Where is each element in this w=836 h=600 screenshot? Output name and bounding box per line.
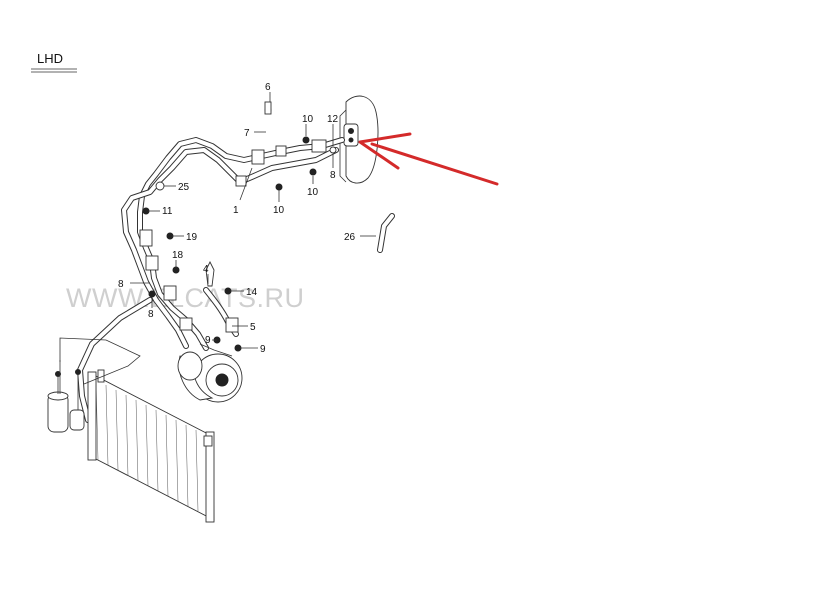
part-26-hose	[377, 213, 395, 253]
callout-9: 9	[260, 344, 266, 355]
firewall-panel	[339, 95, 379, 184]
callout-10: 10	[307, 187, 319, 198]
condenser	[87, 369, 215, 523]
callout-9: 9	[205, 335, 211, 346]
main-pipes	[77, 137, 345, 423]
callout-11: 11	[162, 206, 173, 217]
callout-19: 19	[186, 232, 198, 243]
callout-10: 10	[273, 205, 285, 216]
callout-8: 8	[330, 170, 336, 181]
compressor	[177, 343, 243, 403]
watermark: WWW.ELCATS.RU	[66, 283, 305, 313]
callout-labels: 6 7 10 12 10 8 25 1 10 11 19 26 18 4 8 1…	[118, 82, 356, 355]
callout-5: 5	[250, 322, 256, 333]
callout-26: 26	[344, 232, 356, 243]
callout-18: 18	[172, 250, 184, 261]
guide-lines	[57, 92, 376, 410]
callout-10: 10	[302, 114, 314, 125]
callout-12: 12	[327, 114, 339, 125]
callout-25: 25	[178, 182, 190, 193]
callout-8: 8	[118, 279, 124, 290]
callout-8: 8	[148, 309, 154, 320]
receiver-drier	[47, 360, 85, 433]
callout-14: 14	[246, 287, 258, 298]
red-annotation-arrow	[358, 132, 499, 186]
callout-7: 7	[244, 128, 250, 139]
callout-6: 6	[265, 82, 271, 93]
lhd-header: LHD	[31, 51, 77, 73]
callout-1: 1	[233, 205, 239, 216]
callout-4: 4	[203, 264, 209, 275]
lhd-label: LHD	[37, 51, 63, 66]
pipe-fittings	[139, 101, 327, 333]
